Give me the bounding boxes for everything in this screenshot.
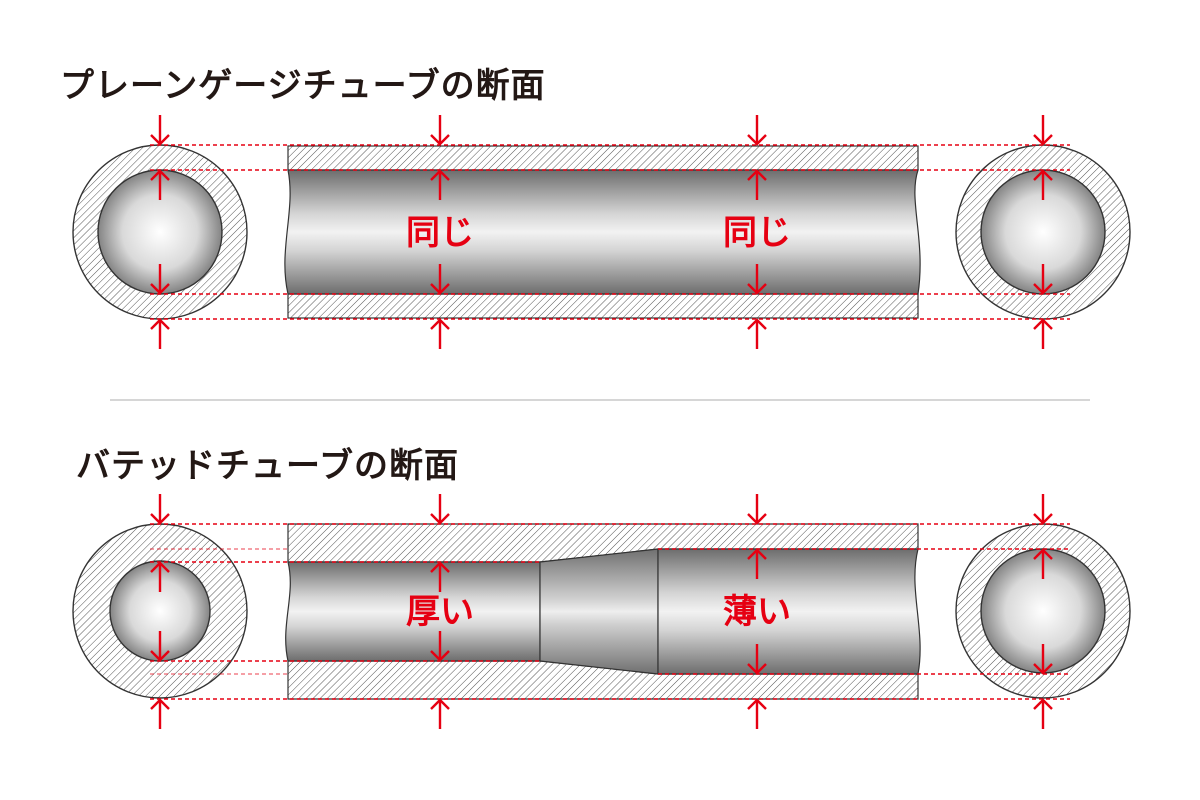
arrow-icon: [746, 492, 768, 525]
arrow-icon: [149, 318, 171, 351]
butted-left-ring: [72, 523, 248, 699]
arrow-icon: [429, 698, 451, 731]
plain-tube-side-view: [284, 145, 921, 319]
butted-thin-label: 薄い: [723, 592, 791, 632]
butted-thick-label: 厚い: [406, 592, 474, 632]
arrow-icon: [429, 318, 451, 351]
plain-gauge-diagram: 同じ 同じ: [72, 113, 1131, 351]
arrow-icon: [149, 698, 171, 731]
plain-section-title: プレーンゲージチューブの断面: [60, 66, 546, 106]
arrow-icon: [746, 698, 768, 731]
butted-diagram: 厚い 薄い: [72, 492, 1131, 731]
arrow-icon: [429, 492, 451, 525]
plain-right-ring: [955, 144, 1131, 320]
arrow-icon: [149, 113, 171, 146]
butted-tube-side-view: [285, 523, 921, 700]
arrow-icon: [746, 318, 768, 351]
arrow-icon: [149, 492, 171, 525]
plain-guide-lines: [150, 144, 1070, 320]
arrow-icon: [746, 113, 768, 146]
arrow-icon: [429, 113, 451, 146]
plain-left-ring: [72, 144, 248, 320]
arrow-icon: [1032, 113, 1054, 146]
arrow-icon: [1032, 492, 1054, 525]
plain-left-thickness-label: 同じ: [406, 213, 474, 253]
arrow-icon: [1032, 698, 1054, 731]
butted-guide-lines: [150, 523, 1070, 700]
plain-right-thickness-label: 同じ: [723, 213, 791, 253]
butted-right-ring: [955, 523, 1131, 699]
arrow-icon: [1032, 318, 1054, 351]
butted-section-title: バテッドチューブの断面: [76, 446, 459, 486]
